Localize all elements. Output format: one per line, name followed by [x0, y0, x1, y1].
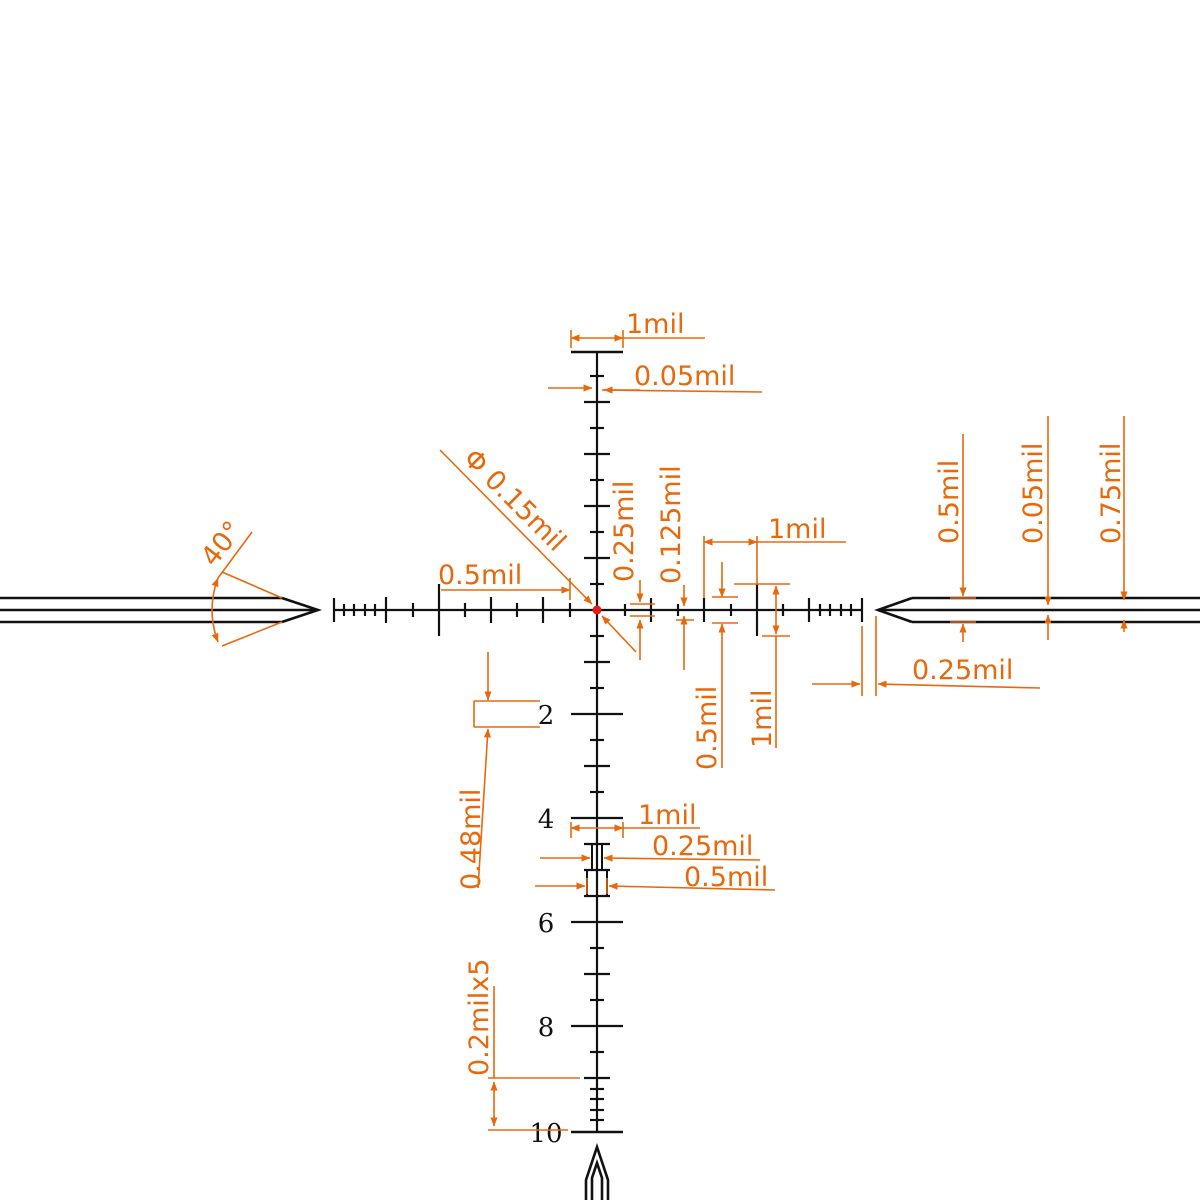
- dimension-annotations: [211, 330, 1128, 1131]
- dim-dot-diameter: [439, 449, 637, 653]
- label-top-tick: 0.05mil: [634, 361, 735, 392]
- label-gap-quarter: 0.25mil: [912, 655, 1013, 686]
- label-vert-eighth: 0.125mil: [656, 465, 687, 584]
- dim-lower-half: [535, 878, 776, 894]
- label-top-width: 1mil: [626, 309, 684, 340]
- upper-vertical-ticks: [584, 374, 610, 586]
- dim-tick-half: [712, 562, 738, 768]
- dim-fine-ticks: [488, 986, 580, 1131]
- scale-numbers: 2 4 6 8 10: [529, 701, 562, 1149]
- label-dot-diameter: Φ 0.15mil: [457, 443, 572, 558]
- left-thick-arm: [0, 596, 323, 624]
- dim-gap-quarter: [812, 616, 1041, 696]
- label-tick-height: 0.48mil: [456, 789, 487, 890]
- reticle-lines: [0, 350, 1200, 1200]
- dim-tick-height: [473, 652, 540, 889]
- scale-number-8: 8: [538, 1013, 555, 1043]
- right-horizontal-ticks: [623, 584, 864, 636]
- dimension-labels: 1mil 0.05mil Φ 0.15mil 0.5mil 0.25mil 0.…: [195, 309, 1127, 1076]
- scale-number-2: 2: [538, 701, 555, 731]
- label-tick-one: 1mil: [747, 690, 778, 748]
- dim-tick-one: [734, 583, 790, 748]
- label-lower-quarter: 0.25mil: [652, 831, 753, 862]
- label-arm-three-quarter: 0.75mil: [1096, 443, 1127, 544]
- dim-lower-quarter: [540, 854, 761, 862]
- center-dot: [592, 605, 602, 615]
- dim-angle: [211, 531, 283, 647]
- label-tick-half: 0.5mil: [692, 686, 723, 770]
- label-vert-quarter: 0.25mil: [609, 481, 640, 582]
- dim-vert-quarter: [630, 580, 655, 660]
- label-arm-half: 0.5mil: [934, 460, 965, 544]
- dim-top-tick: [548, 384, 763, 394]
- right-thick-arm: [874, 596, 1200, 624]
- label-arm-line: 0.05mil: [1018, 443, 1049, 544]
- lower-vertical-ticks: [571, 634, 623, 1122]
- dim-right-one: [703, 536, 846, 598]
- left-horizontal-ticks: [332, 584, 572, 636]
- dim-vert-eighth: [676, 585, 694, 670]
- bottom-post: [584, 1142, 610, 1200]
- scale-number-4: 4: [538, 805, 555, 835]
- dim-arm-half: [950, 434, 976, 642]
- scale-number-10: 10: [529, 1119, 562, 1149]
- label-fine-ticks: 0.2milx5: [464, 959, 495, 1076]
- label-lower-one: 1mil: [638, 800, 696, 831]
- label-right-one: 1mil: [768, 514, 826, 545]
- dim-left-half: [441, 578, 571, 600]
- scale-number-6: 6: [538, 909, 555, 939]
- dim-top-width: [570, 330, 705, 348]
- label-left-half: 0.5mil: [438, 560, 522, 591]
- label-angle: 40°: [195, 516, 249, 573]
- label-lower-half: 0.5mil: [684, 862, 768, 893]
- dim-lower-one: [570, 822, 700, 838]
